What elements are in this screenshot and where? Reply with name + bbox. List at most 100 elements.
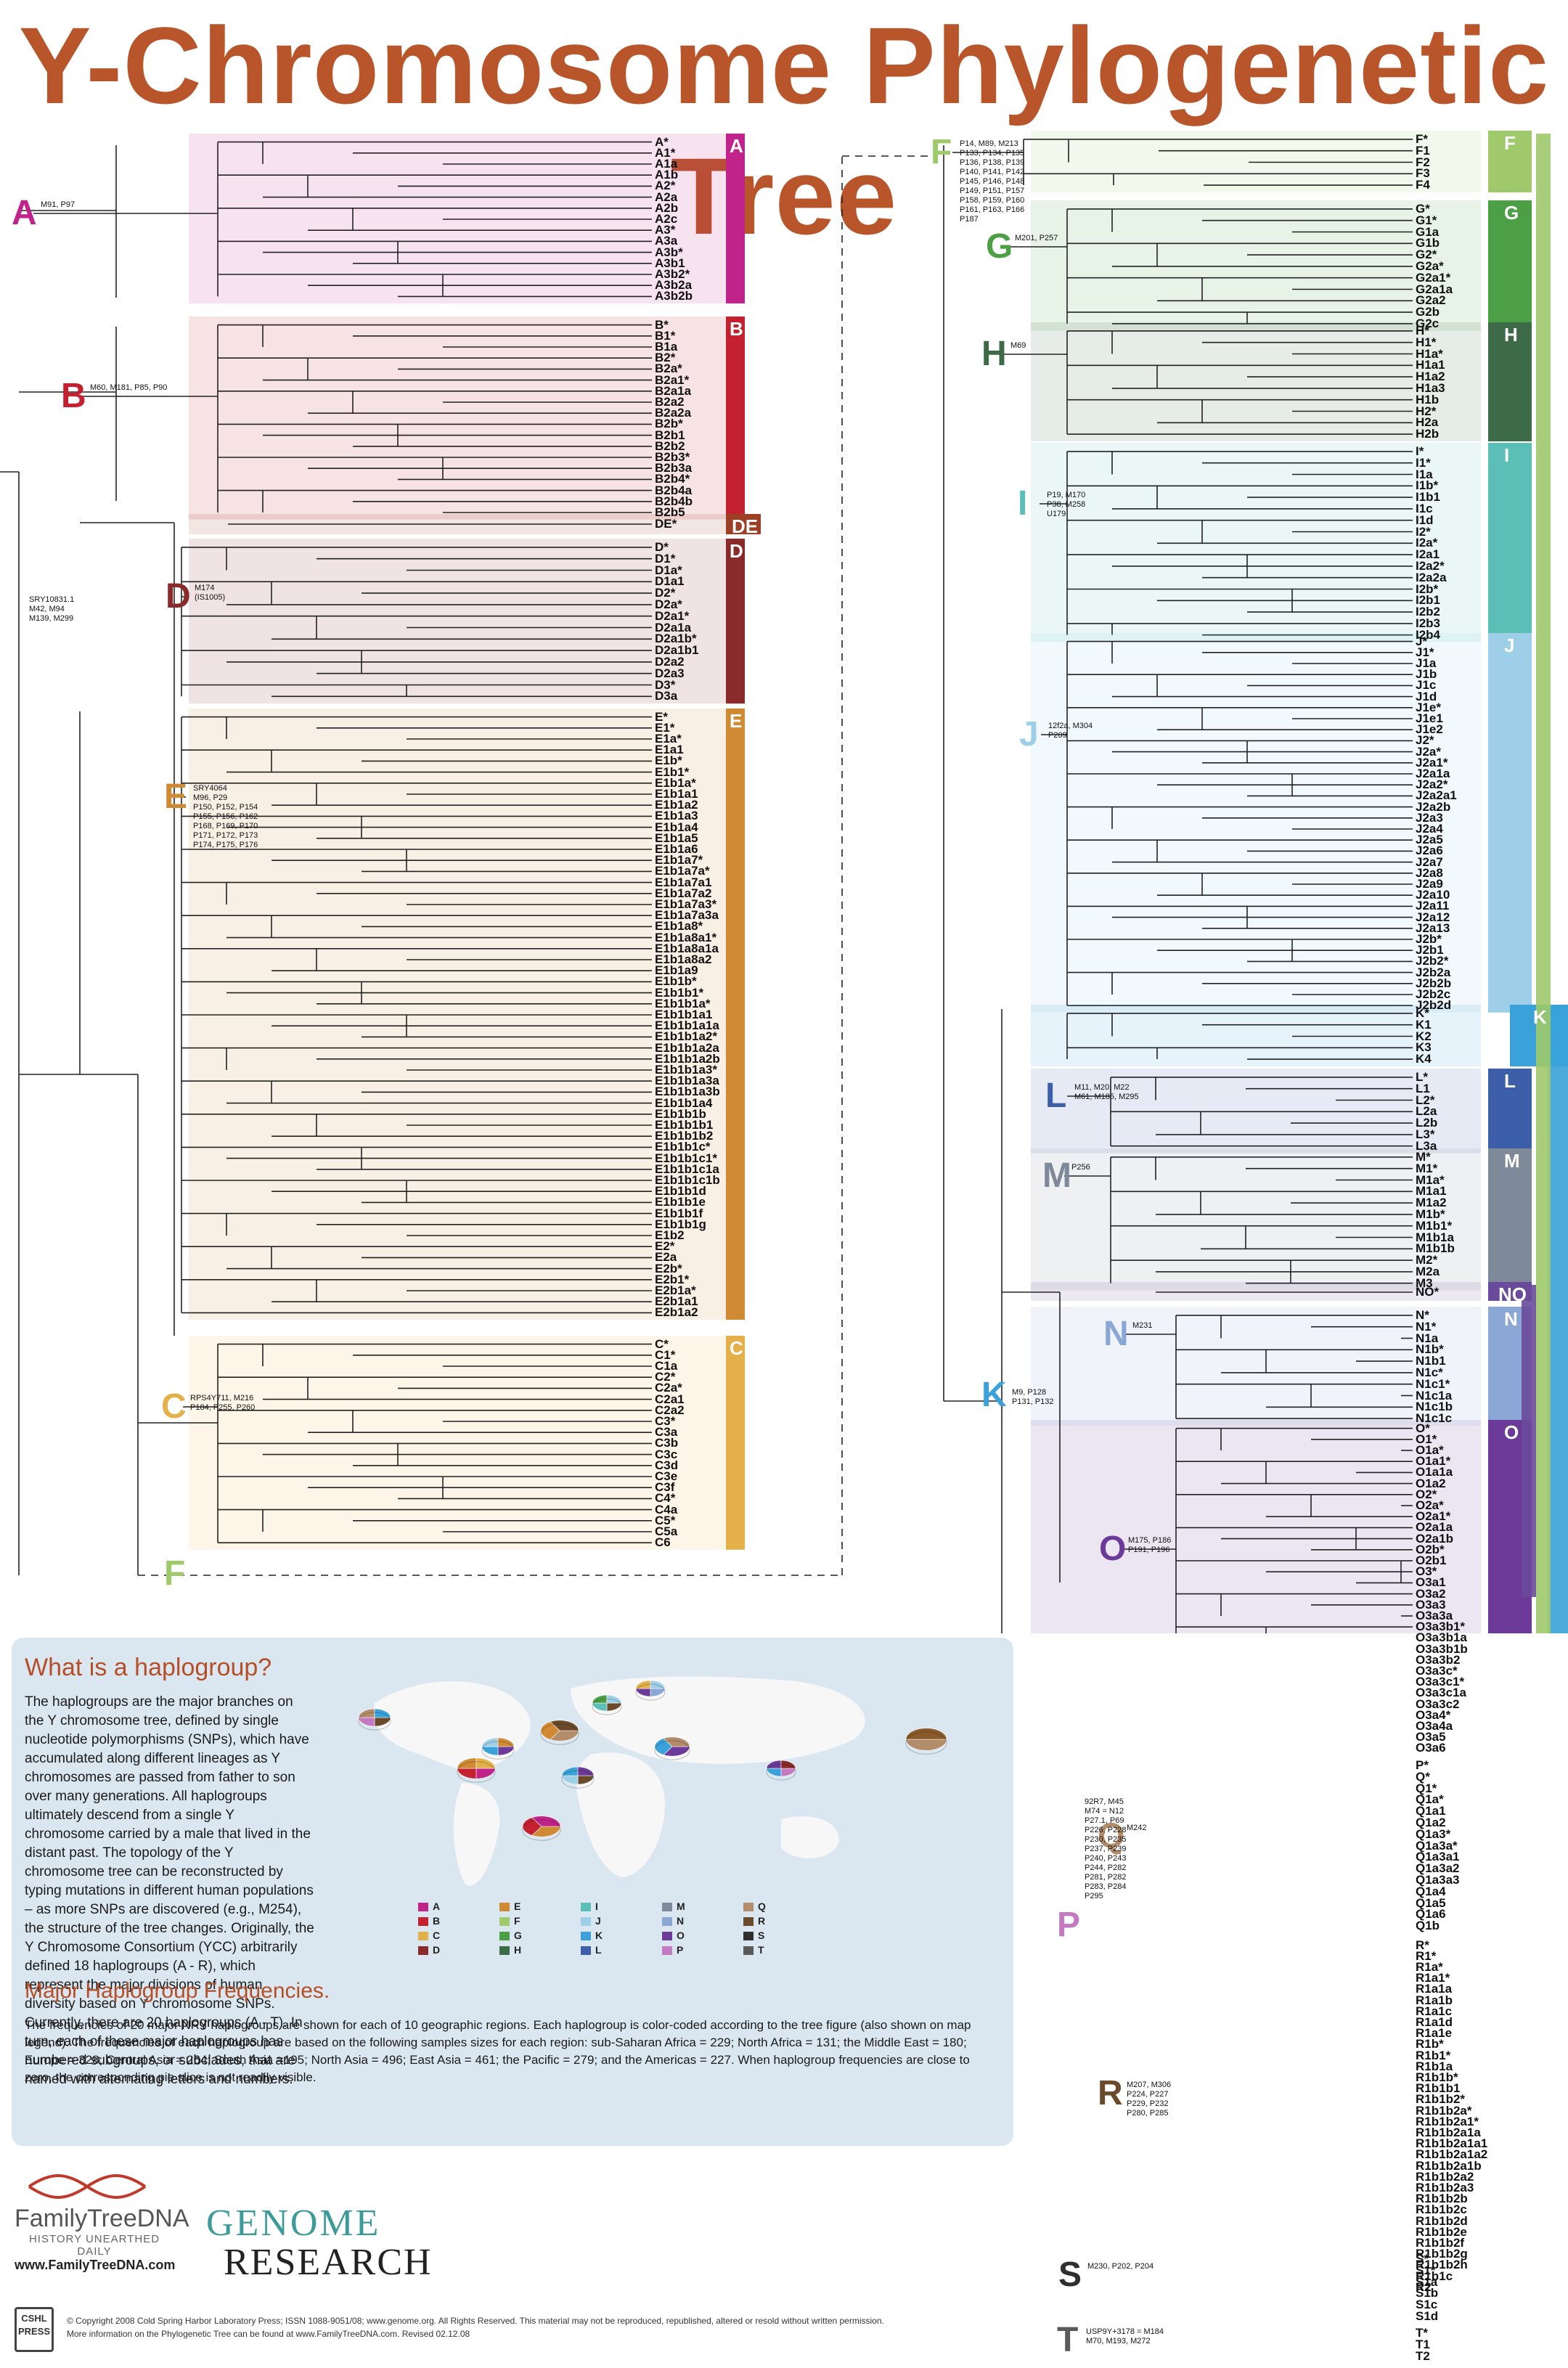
clade-bar-H: [1488, 322, 1532, 441]
frequency-pie-slice: [780, 1760, 796, 1769]
haplogroup-label: J2a12: [1416, 910, 1450, 924]
haplogroup-label: I1d: [1416, 513, 1434, 527]
legend-swatch: [743, 1903, 754, 1912]
haplogroup-label: I2a2*: [1416, 558, 1445, 573]
haplogroup-label: A3a: [655, 234, 678, 248]
clade-bar-E: [726, 709, 745, 1320]
legend-swatch: [418, 1932, 428, 1941]
haplogroup-label: O3a4*: [1416, 1707, 1451, 1722]
haplogroup-label: L2*: [1416, 1093, 1435, 1107]
haplogroup-label: Q1a3*: [1416, 1826, 1451, 1841]
clade-snps-B: M60, M181, P85, P90: [90, 383, 168, 392]
haplogroup-label: O2a1b: [1416, 1531, 1453, 1546]
clade-snps-I: P19, M170 P38, M258 U179: [1047, 491, 1086, 518]
haplogroup-label: G*: [1416, 201, 1430, 216]
ftdna-name: FamilyTreeDNA: [15, 2205, 189, 2232]
frequency-pie-slice: [780, 1768, 796, 1777]
frequency-pie-slice: [522, 1817, 542, 1836]
frequency-pie-slice: [577, 1775, 595, 1785]
haplogroup-label: E1*: [655, 720, 675, 735]
haplogroup-label: K1: [1416, 1017, 1432, 1032]
haplogroup-label: C3*: [655, 1414, 676, 1428]
haplogroup-label: G2a2: [1416, 293, 1446, 308]
haplogroup-label: N1c1b: [1416, 1400, 1453, 1414]
legend-swatch: [418, 1917, 428, 1927]
haplogroup-label: I1b*: [1416, 478, 1439, 493]
haplogroup-label: J2a2b: [1416, 799, 1451, 814]
clade-snps-S: M230, P202, P204: [1087, 2262, 1154, 2271]
haplogroup-label: R1b1b2d: [1416, 2213, 1468, 2228]
haplogroup-label: L*: [1416, 1069, 1428, 1084]
legend-label: P: [677, 1944, 684, 1956]
clade-band-O: [1031, 1420, 1481, 1633]
clade-band-M: [1031, 1148, 1481, 1291]
clade-letter-D: D: [166, 577, 191, 616]
haplogroup-label: O3a2: [1416, 1586, 1446, 1601]
haplogroup-label: O1a2: [1416, 1476, 1446, 1490]
F-outer-stripe: [1536, 134, 1551, 1633]
legend-label: H: [514, 1944, 522, 1956]
haplogroup-label: C3c: [655, 1447, 678, 1461]
haplogroup-label: B2a1*: [655, 372, 690, 387]
legend-swatch: [662, 1917, 672, 1927]
haplogroup-label: O3a3c2: [1416, 1697, 1460, 1711]
haplogroup-label: B2b3*: [655, 450, 690, 464]
legend-item: A: [418, 1900, 440, 1912]
haplogroup-label: O3a3c1*: [1416, 1675, 1465, 1689]
haplogroup-label: D1a1: [655, 574, 685, 589]
haplogroup-label: D2a1b1: [655, 643, 699, 658]
legend-label: E: [514, 1900, 521, 1912]
haplogroup-label: D2a1a: [655, 620, 692, 634]
genome-word: GENOME: [206, 2202, 381, 2244]
legend-swatch: [499, 1946, 510, 1956]
haplogroup-label: B2a1a: [655, 383, 692, 398]
clade-bar-G: [1488, 200, 1532, 331]
haplogroup-label: E1b1b1b2: [655, 1129, 714, 1143]
haplogroup-label: N1c*: [1416, 1365, 1443, 1379]
haplogroup-label: C1a: [655, 1359, 678, 1373]
haplogroup-label: F4: [1416, 178, 1430, 192]
clade-letter-L: L: [1045, 1077, 1067, 1115]
haplogroup-label: I2a1: [1416, 547, 1440, 562]
familytreedna-logo: FamilyTreeDNA HISTORY UNEARTHED DAILY ww…: [15, 2172, 189, 2273]
haplogroup-label: O3a3b2: [1416, 1652, 1461, 1667]
haplogroup-label: Q1a3a*: [1416, 1838, 1458, 1853]
haplogroup-label: O3a3b1b: [1416, 1641, 1468, 1656]
haplogroup-label: O2b1: [1416, 1554, 1447, 1567]
legend-item: Q: [743, 1900, 766, 1912]
haplogroup-label: G2*: [1416, 248, 1437, 262]
frequency-pie-rim-10: [905, 1731, 947, 1755]
haplogroup-label: E1b1b1a*: [655, 996, 711, 1011]
haplogroup-label: L1: [1416, 1081, 1430, 1095]
clade-bar-label-D: D: [730, 540, 743, 562]
haplogroup-label: R1b1b2e: [1416, 2224, 1467, 2239]
haplogroup-label: J2b*: [1416, 932, 1442, 946]
haplogroup-label: A2*: [655, 179, 676, 193]
haplogroup-label: Q1a3a1: [1416, 1850, 1460, 1864]
legend-label: K: [595, 1930, 603, 1941]
haplogroup-label: I2b4: [1416, 627, 1441, 642]
haplogroup-label: I2b2: [1416, 605, 1441, 619]
frequency-pie-slice: [457, 1757, 477, 1769]
haplogroup-label: H1a2: [1416, 370, 1445, 384]
haplogroup-label: E1b1a1: [655, 787, 698, 801]
legend-label: M: [677, 1900, 685, 1912]
frequency-pie-slice: [577, 1766, 595, 1776]
frequency-pie-slice: [550, 1730, 579, 1742]
phylogenetic-tree: [0, 131, 1568, 1633]
haplogroup-label: E1b1b1a2a: [655, 1040, 719, 1055]
clade-bar-B: [726, 317, 745, 520]
legend-item: D: [418, 1944, 440, 1956]
legend-label: S: [758, 1930, 765, 1941]
frequency-pie-slice: [663, 1736, 690, 1747]
legend-item: F: [499, 1915, 520, 1927]
haplogroup-label: E1b1a9: [655, 963, 698, 978]
haplogroup-label: B2b5: [655, 505, 685, 519]
haplogroup-label: J1b: [1416, 667, 1437, 682]
haplogroup-label: T*: [1416, 2325, 1428, 2340]
haplogroup-label: C3a: [655, 1425, 678, 1440]
haplogroup-label: E1b1a7a3a: [655, 908, 719, 923]
haplogroup-label: K3: [1416, 1040, 1432, 1055]
frequency-pie-slice: [457, 1768, 477, 1779]
info-panel: What is a haplogroup? The haplogroups ar…: [12, 1638, 1013, 2146]
